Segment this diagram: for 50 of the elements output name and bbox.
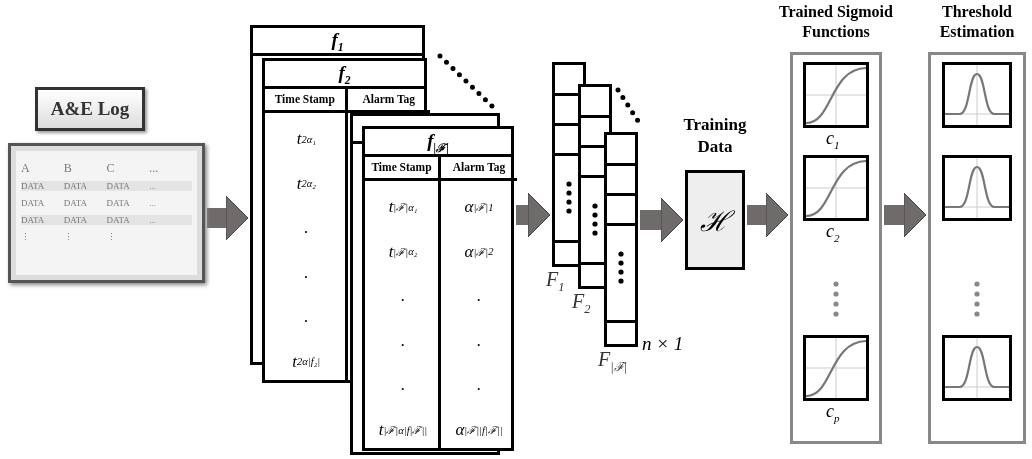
vector-label: F$_{2}$ — [572, 290, 591, 317]
table-entry: . — [303, 306, 310, 329]
data-entry: ... — [149, 197, 157, 208]
panel-heading: Threshold Estimation — [938, 2, 1016, 42]
table-title: f$_{|ℱ|}$ — [365, 129, 511, 157]
panel-heading: Trained Sigmoid Functions — [778, 2, 894, 42]
data-entry: ... — [149, 180, 192, 191]
column-header: A — [21, 161, 31, 176]
data-entry: DATA — [21, 197, 46, 208]
data-entry: DATA — [106, 197, 131, 208]
data-entry: DATA — [21, 214, 64, 225]
curve-label: c$_{2}$ — [826, 221, 840, 244]
curve-label: c$_{1}$ — [826, 128, 840, 151]
block-arrow — [747, 192, 789, 238]
column-header: Time Stamp — [365, 157, 441, 181]
data-entry: DATA — [106, 214, 150, 225]
data-entry: DATA — [63, 214, 107, 225]
column-header: Alarm Tag — [441, 157, 517, 181]
data-entry: ⋮ — [63, 231, 74, 242]
data-entry: ... — [149, 214, 192, 225]
table-entry: . — [399, 374, 407, 397]
table-entry: . — [475, 329, 483, 352]
data-entry: DATA — [63, 197, 89, 208]
box-heading: Training Data — [682, 114, 748, 158]
column-header: C — [106, 161, 116, 176]
table-title: f$_{2}$ — [265, 61, 424, 89]
data-entry: DATA — [106, 180, 150, 191]
data-entry: DATA — [21, 180, 64, 191]
column-header: B — [63, 161, 73, 176]
data-entry: DATA — [63, 180, 107, 191]
block-arrow — [640, 197, 684, 243]
table-entry: . — [475, 285, 483, 308]
vector-label: F$_{|ℱ|}$ — [598, 348, 628, 375]
table-entry: . — [399, 329, 407, 352]
column-header: ... — [149, 161, 160, 176]
data-entry: ⋮ — [21, 231, 31, 242]
data-entry: ⋮ — [106, 231, 117, 242]
dimension-label: n × 1 — [642, 333, 684, 355]
table-entry: . — [475, 374, 483, 397]
table-entry: . — [303, 261, 310, 284]
table-entry: . — [399, 285, 407, 308]
log-title: A&E Log — [35, 87, 145, 131]
block-arrow — [884, 192, 927, 238]
table-entry: . — [303, 217, 310, 240]
column-header: Time Stamp — [265, 89, 348, 113]
block-arrow — [207, 195, 249, 241]
vector-label: F$_{1}$ — [546, 268, 565, 295]
block-arrow — [516, 192, 551, 238]
curve-label: c$_{p}$ — [826, 401, 840, 424]
training-data-box: ℋ — [685, 170, 745, 270]
